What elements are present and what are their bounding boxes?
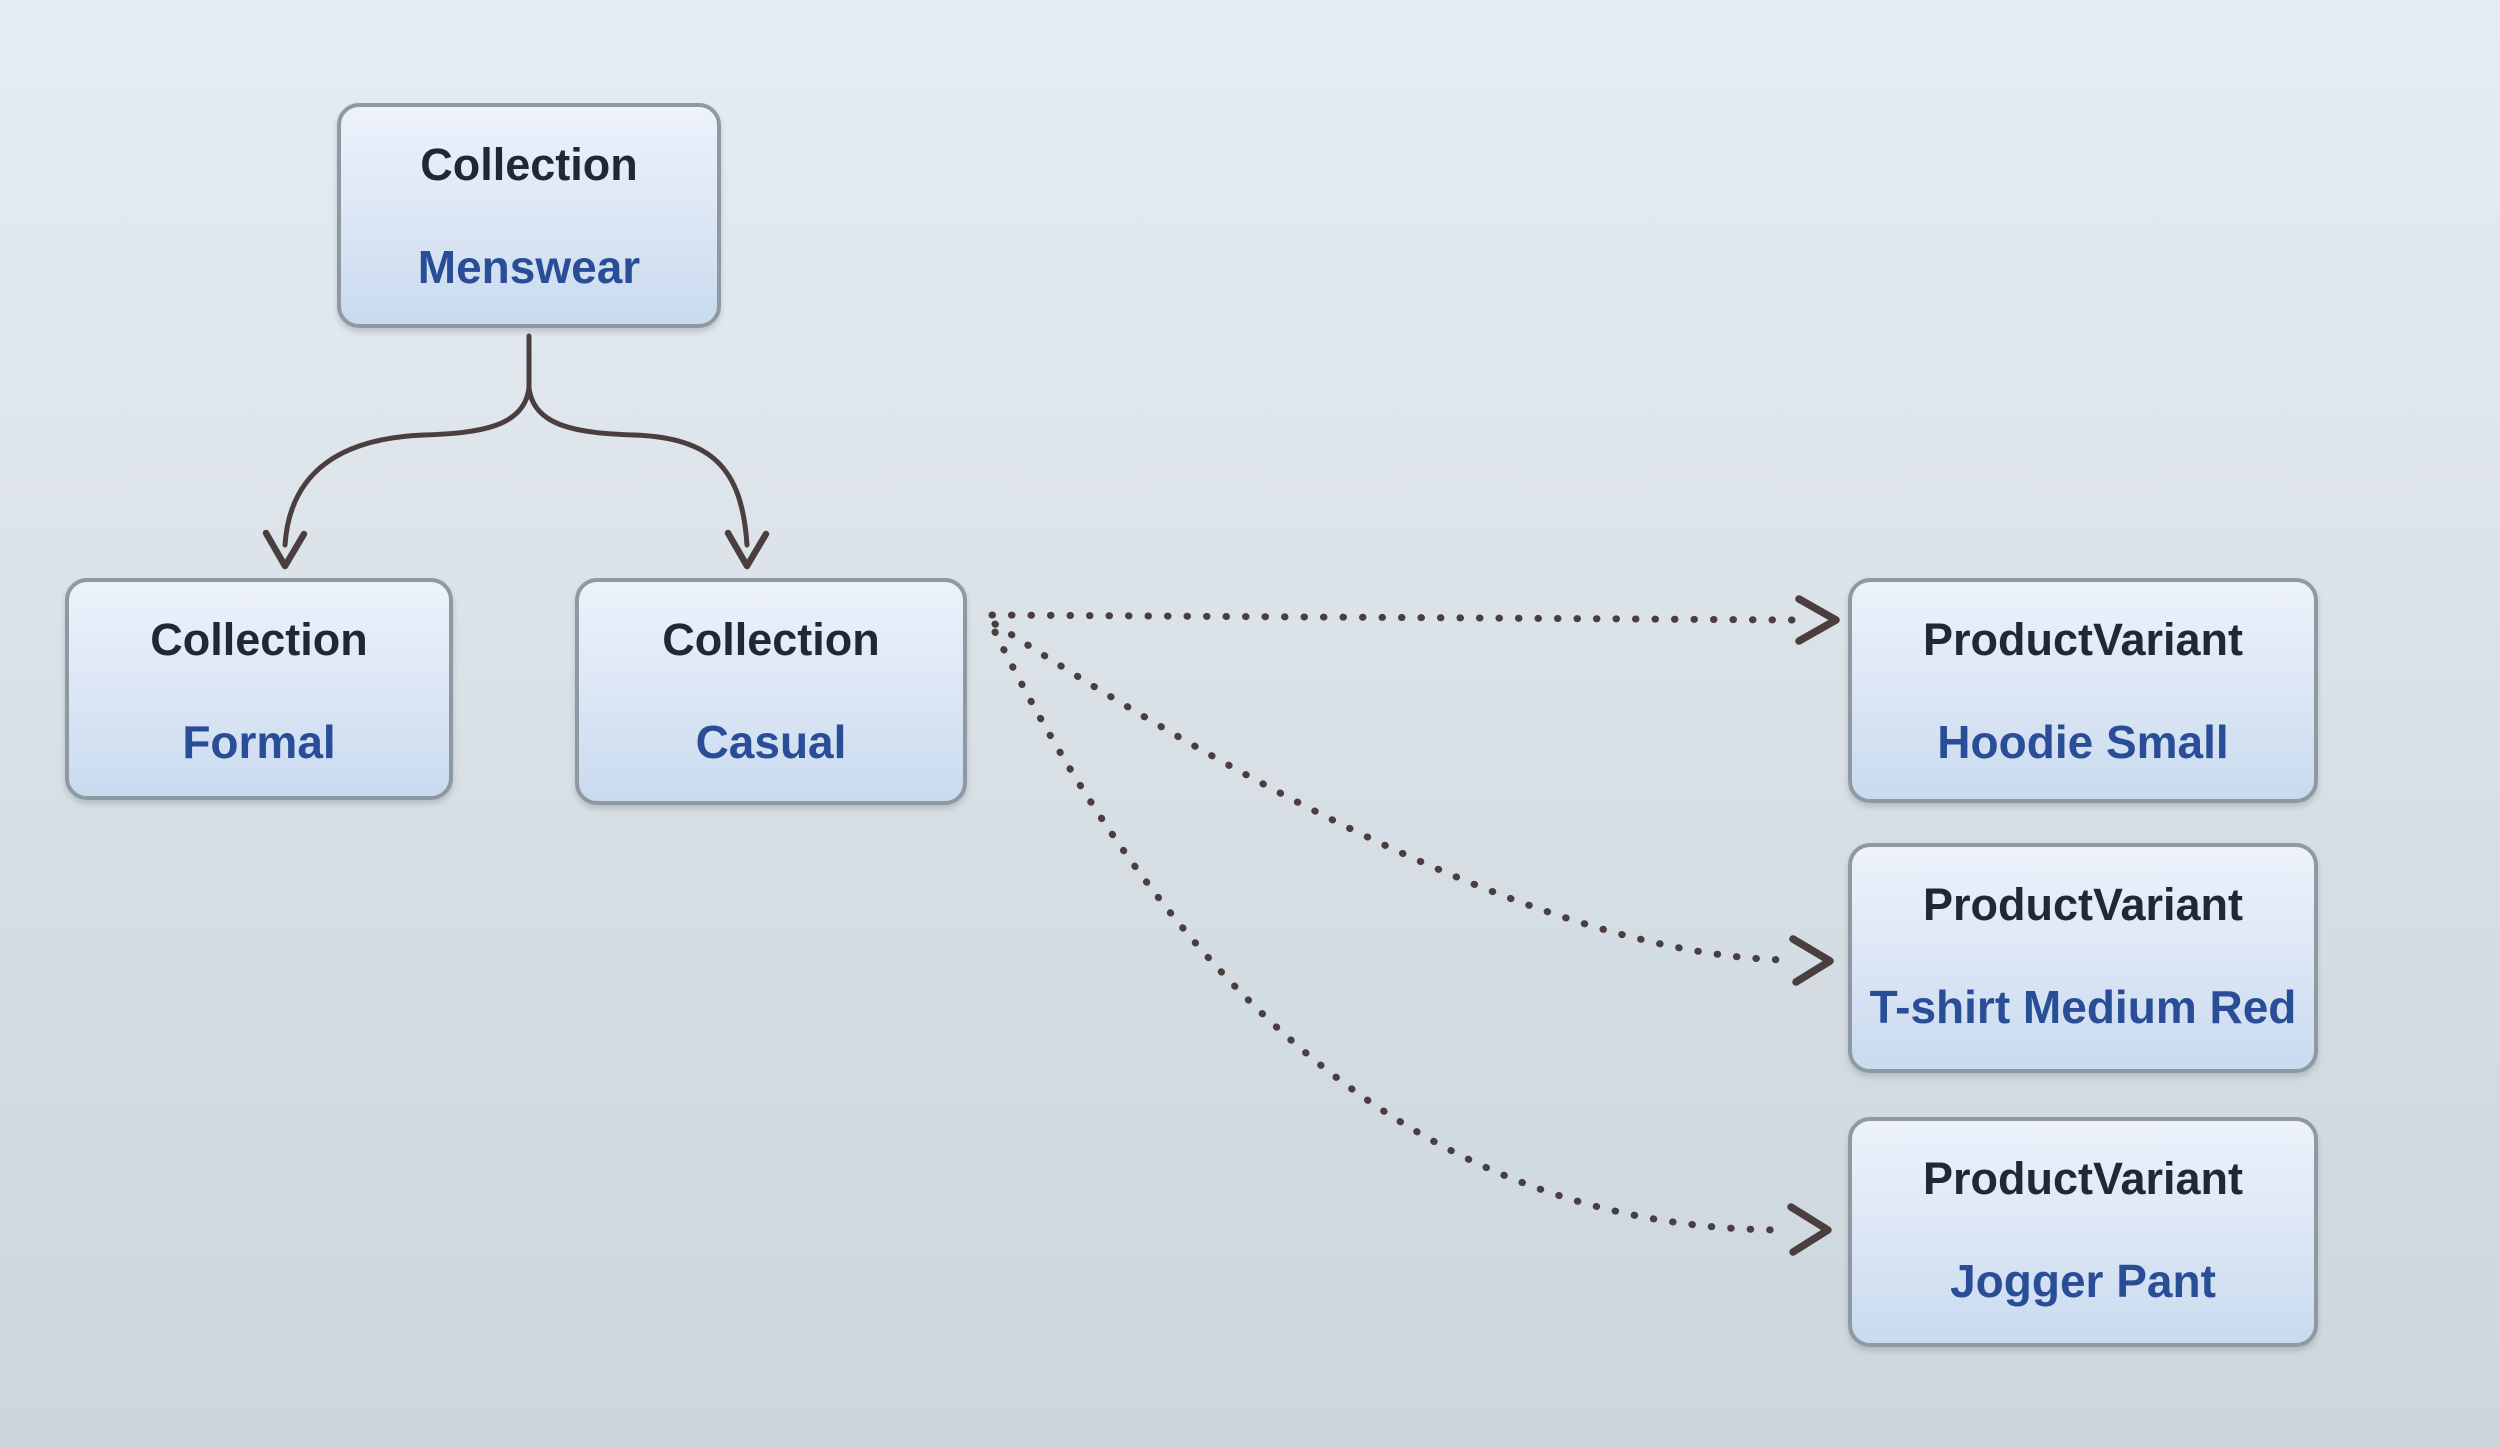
node-productvariant-jogger-pant: ProductVariant Jogger Pant <box>1848 1117 2318 1347</box>
node-productvariant-hoodie-small: ProductVariant Hoodie Small <box>1848 578 2318 803</box>
edge-menswear-casual <box>526 385 750 548</box>
arrowhead-formal <box>262 529 308 570</box>
node-type-label: ProductVariant <box>1922 614 2244 665</box>
arrowhead-jogger <box>1787 1203 1832 1256</box>
node-type-label: Collection <box>420 139 638 190</box>
node-productvariant-tshirt-medium-red: ProductVariant T-shirt Medium Red <box>1848 843 2318 1073</box>
edge-casual-jogger <box>991 628 1792 1234</box>
arrowhead-hoodie <box>1795 595 1840 645</box>
node-name-label: Menswear <box>417 241 641 293</box>
arrowhead-casual <box>724 529 770 570</box>
node-collection-menswear: Collection Menswear <box>337 103 721 328</box>
node-name-label: Hoodie Small <box>1937 716 2229 768</box>
edge-casual-tshirt <box>991 620 1796 964</box>
node-type-label: Collection <box>150 614 368 665</box>
node-type-label: ProductVariant <box>1922 1153 2244 1204</box>
arrowhead-tshirt <box>1789 935 1834 986</box>
node-name-label: Formal <box>182 716 336 768</box>
node-collection-casual: Collection Casual <box>575 578 967 805</box>
node-name-label: Casual <box>695 716 847 768</box>
node-name-label: Jogger Pant <box>1950 1255 2216 1307</box>
node-type-label: ProductVariant <box>1922 879 2244 930</box>
edge-menswear-formal <box>282 333 532 548</box>
edge-casual-hoodie <box>988 611 1799 624</box>
node-collection-formal: Collection Formal <box>65 578 453 800</box>
node-name-label: T-shirt Medium Red <box>1869 981 2297 1033</box>
node-type-label: Collection <box>662 614 880 665</box>
